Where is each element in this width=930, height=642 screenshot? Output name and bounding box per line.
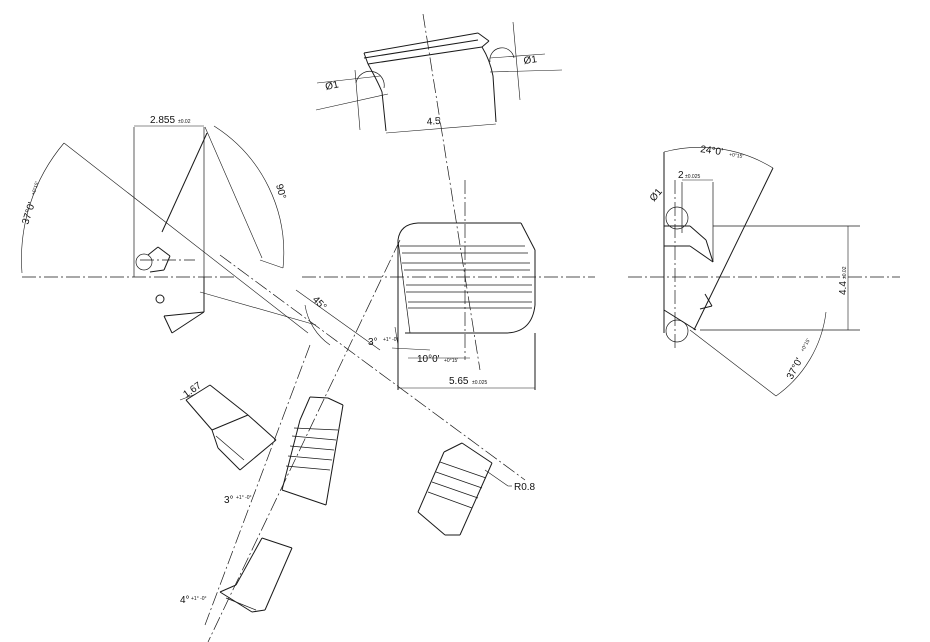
tol-44: ±0.02	[842, 266, 848, 279]
angle-37-right: 37°0'	[785, 356, 805, 381]
tol-10: +0°15'	[444, 358, 458, 364]
angle-4: 4°	[180, 595, 190, 606]
dim-44: 4.4	[838, 281, 849, 295]
tol-3-a: +1° -0°	[383, 337, 399, 343]
dim-565: 5.65	[449, 376, 469, 387]
top-view	[315, 21, 563, 134]
center-view	[295, 222, 536, 390]
angle-10: 10°0'	[417, 354, 440, 365]
tol-2: ±0.025	[685, 174, 700, 180]
center-lines	[22, 13, 900, 642]
diameter-far: Ø1	[648, 186, 665, 204]
angle-3-a: 3°	[368, 337, 378, 348]
tol-565: ±0.025	[472, 380, 487, 386]
tol-24: +0°15'	[729, 152, 744, 160]
tol-4: +1° -0°	[191, 596, 207, 602]
angle-45: 45°	[310, 294, 328, 312]
diameter-left: Ø1	[324, 79, 340, 93]
angle-90: 90°	[273, 183, 288, 200]
lower-right-view	[417, 442, 512, 536]
angle-24: 24°0'	[700, 144, 724, 158]
tol-2855: ±0.02	[178, 119, 191, 125]
lower-left-views	[179, 384, 344, 613]
tol-37-right: +0°15'	[800, 338, 812, 353]
tol-3-b: +1° -0°	[236, 495, 252, 501]
radius-08: R0.8	[514, 482, 536, 493]
left-view	[21, 125, 317, 334]
angle-37-left: 37°0'	[20, 201, 37, 226]
dim-167: 1.67	[181, 380, 204, 400]
length-45: 4.5	[426, 116, 441, 128]
angle-3-b: 3°	[224, 495, 234, 506]
right-view	[663, 147, 860, 397]
dim-2: 2	[678, 170, 684, 181]
diameter-right: Ø1	[523, 54, 538, 67]
dim-2855: 2.855	[150, 115, 175, 126]
tol-37-left: +0°15'	[31, 181, 41, 196]
